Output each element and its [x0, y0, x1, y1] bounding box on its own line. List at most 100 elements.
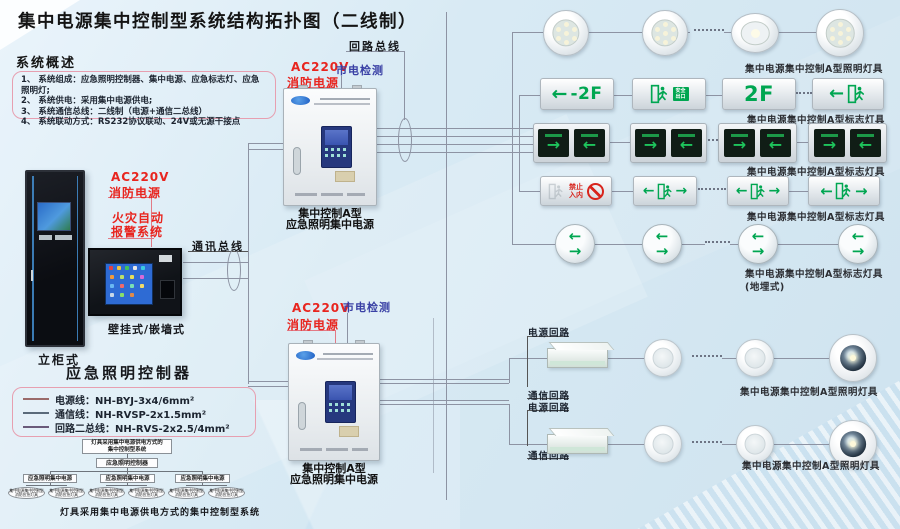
screen-icon	[110, 284, 114, 288]
cable-swatch	[23, 398, 49, 400]
screen-icon	[140, 284, 144, 288]
wire	[778, 244, 838, 245]
wire-dots	[692, 441, 722, 443]
row-label: 集中电源集中控制A型标志灯具	[745, 269, 883, 280]
wire	[595, 244, 642, 245]
arrow-right-icon: →	[732, 135, 747, 154]
mount-tab	[352, 85, 362, 89]
tree-leaf-line1: 集中电源集中控制型	[169, 487, 204, 493]
exit-sign-floor-down: ← -2F	[540, 78, 614, 110]
label-line	[527, 336, 528, 387]
arrow-left-icon: ←	[751, 227, 765, 245]
cable-spec: 通信线：NH-RVSP-2x1.5mm²	[55, 409, 207, 421]
wire	[183, 262, 248, 263]
wire	[610, 142, 630, 143]
cable-swatch	[23, 426, 49, 428]
tree-leaf: 集中电源集中控制型消防应急灯具	[8, 487, 45, 499]
lamp-driver-box	[547, 434, 608, 454]
label-line	[335, 330, 336, 343]
wire	[378, 379, 509, 380]
exit-sign-both: ← →	[727, 176, 789, 206]
tree-leaf: 集中电源集中控制型消防应急灯具	[88, 487, 125, 499]
recessed-lamp	[731, 13, 779, 53]
sign-panel: ←	[574, 129, 605, 157]
cabinet-handle	[31, 270, 33, 281]
downlight	[644, 425, 682, 463]
wire	[608, 358, 644, 359]
wire	[509, 444, 547, 445]
arrow-left-icon: ←	[642, 183, 655, 199]
running-man-icon	[835, 182, 851, 200]
label-line	[188, 251, 248, 252]
running-man-icon	[847, 84, 865, 104]
cable-spec-box: 电源线：NH-BYJ-3x4/6mm² 通信线：NH-RVSP-2x1.5mm²…	[12, 387, 256, 437]
wire	[509, 358, 547, 359]
tree-leaf: 集中电源集中控制型消防应急灯具	[208, 487, 245, 499]
arrow-left-icon: ←	[679, 135, 694, 154]
psu-caption-line2: 应急照明集中电源	[290, 473, 378, 486]
exit-sign-man-left: ←	[812, 78, 884, 110]
riser-wire	[446, 12, 447, 500]
exit-sign-floor: 2F	[722, 78, 796, 110]
wire	[183, 278, 248, 279]
screen-icon	[110, 275, 114, 279]
cabinet-accent	[76, 176, 78, 341]
no-entry-sign: 禁止入内	[540, 176, 612, 206]
wire	[378, 383, 509, 384]
screen-icon	[130, 275, 134, 279]
double-direction-sign: → ←	[630, 123, 707, 163]
row-label: 集中电源集中控制A型标志灯具	[747, 212, 885, 223]
screen-icon	[120, 284, 124, 288]
cable-spec: 电源线：NH-BYJ-3x4/6mm²	[55, 395, 195, 407]
tree-leaf-line2: 消防应急灯具	[215, 492, 238, 497]
wire-dots	[692, 355, 722, 357]
label-line	[527, 336, 569, 337]
wire	[789, 191, 808, 192]
tree-line	[26, 485, 67, 486]
cabinet-keys	[55, 235, 72, 240]
tree-caption: 灯具采用集中电源供电方式的集中控制型系统	[60, 508, 261, 518]
psu-caption-line1: 集中控制A型	[298, 207, 362, 220]
page-title: 集中电源集中控制型系统结构拓扑图（二线制）	[18, 12, 417, 32]
sign-panel: →	[724, 129, 755, 157]
floor-cabinet-label: 立柜式	[38, 353, 81, 367]
row-label: 集中电源集中控制A型照明灯具	[740, 387, 878, 398]
loop-bus-label: 回路总线	[349, 40, 401, 53]
power-loop-label: 电源回路	[528, 403, 571, 414]
tree-leaf: 集中电源集中控制型消防应急灯具	[128, 487, 165, 499]
label-line	[527, 458, 569, 459]
arrow-left-icon: ←	[828, 83, 845, 104]
device-tag	[159, 255, 172, 262]
label-line	[527, 398, 569, 399]
tree-leaf-line2: 消防应急灯具	[95, 492, 118, 497]
label-line	[527, 410, 528, 446]
label-line	[347, 313, 348, 343]
wire	[377, 144, 535, 145]
psu-lcd	[325, 381, 356, 424]
sign-panel: ←	[850, 129, 881, 157]
cable-spec: 回路二总线：NH-RVS-2x2.5/4mm²	[55, 423, 230, 435]
brand-logo	[296, 351, 315, 360]
floor-text: -2F	[570, 83, 603, 104]
tree-line	[186, 485, 227, 486]
sign-panel: →	[635, 129, 666, 157]
device-vent	[160, 280, 175, 299]
tree-root-line1: 灯具采用集中电源供电方式的	[91, 440, 163, 446]
cable-loop	[227, 249, 241, 291]
wire	[519, 95, 520, 191]
tree-root-line2: 集中控制型系统	[107, 447, 147, 453]
cabinet-screen	[37, 202, 71, 231]
fire-alarm-label: 火灾自动	[112, 211, 165, 225]
mount-tab	[355, 340, 365, 344]
screen-icon	[117, 266, 121, 270]
floor-cabinet-controller	[25, 170, 85, 347]
label-line	[287, 330, 335, 331]
tree-leaf-line1: 集中电源集中控制型	[49, 487, 84, 493]
tree-line	[50, 471, 51, 474]
riser-wire	[433, 318, 434, 473]
wire	[509, 404, 510, 444]
tree-leaf-line1: 集中电源集中控制型	[89, 487, 124, 493]
arrow-left-icon: ←	[568, 227, 582, 245]
tree-line	[202, 471, 203, 474]
tree-line	[50, 471, 203, 472]
